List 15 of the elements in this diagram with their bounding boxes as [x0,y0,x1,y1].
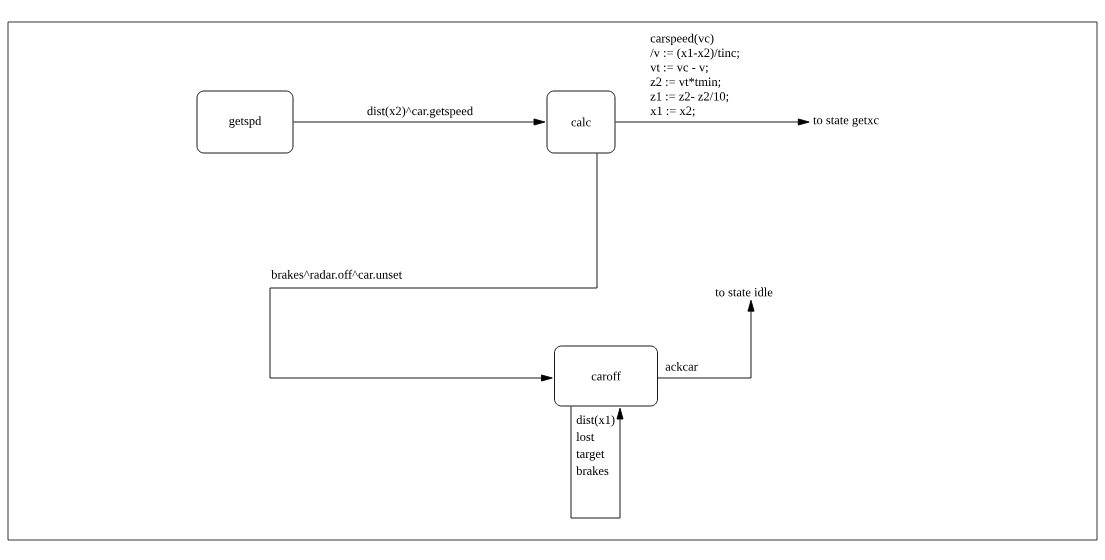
edge-label: dist(x2)^car.getspeed [367,106,473,118]
arrow [570,406,624,519]
edge-label: ackcar [665,362,698,371]
arrow [293,118,546,126]
arrow [657,299,755,379]
edge-label: brakes^radar.off^car.unset [271,269,403,279]
state-box: getspd [196,90,294,154]
edge-label: carspeed(vc) /v := (x1-x2)/tinc; vt := vc - v; z2 := vt*tmin; z1 := z2- z2/10; x1 := x2; [650,33,739,117]
state-box: calc [546,90,616,154]
state-label: to state getxc [813,117,879,127]
state-box: caroff [554,345,658,407]
edge-label: dist(x1) lost target brakes [576,415,615,475]
arrow [615,118,810,126]
state-label: to state idle [715,287,773,297]
arrow [269,153,598,382]
